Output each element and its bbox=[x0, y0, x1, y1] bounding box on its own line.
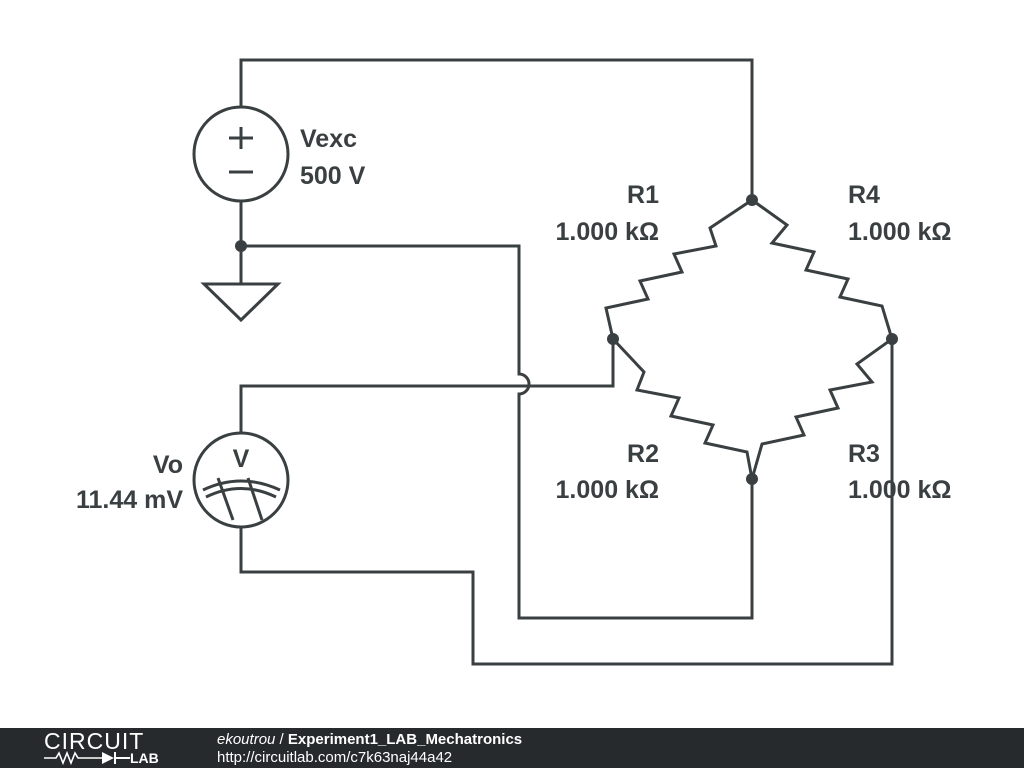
project-name[interactable]: Experiment1_LAB_Mechatronics bbox=[287, 731, 523, 748]
title-separator: / bbox=[275, 731, 288, 748]
node-top bbox=[746, 194, 758, 206]
resistor-r1[interactable] bbox=[604, 198, 753, 340]
r1-name-label: R1 bbox=[627, 181, 659, 209]
meter-value-label: 11.44 mV bbox=[76, 486, 183, 514]
r3-name-label: R3 bbox=[848, 440, 880, 468]
wire-ground-bottom bbox=[241, 244, 754, 620]
node-right bbox=[886, 333, 898, 345]
wire-top bbox=[239, 58, 754, 200]
author-name[interactable]: ekoutrou bbox=[217, 731, 276, 748]
footer-title-line: ekoutrou / Experiment1_LAB_Mechatronics bbox=[217, 731, 522, 749]
node-left bbox=[607, 333, 619, 345]
r4-name-label: R4 bbox=[848, 181, 880, 209]
logo-lab-text: LAB bbox=[130, 750, 159, 766]
resistor-r2[interactable] bbox=[611, 337, 754, 480]
node-bottom bbox=[746, 473, 758, 485]
resistor-r4[interactable] bbox=[751, 198, 894, 340]
wire-meter-right bbox=[239, 339, 894, 666]
r2-value-label: 1.000 kΩ bbox=[556, 476, 659, 504]
circuit-schematic: V Vexc 500 V Vo 11.44 mV R1 1.000 kΩ R2 … bbox=[76, 58, 951, 666]
logo-resistor-diode-icon bbox=[44, 751, 130, 765]
source-name-label: Vexc bbox=[300, 125, 357, 153]
resistor-r3[interactable] bbox=[750, 337, 893, 480]
r2-name-label: R2 bbox=[627, 440, 659, 468]
logo-circuit-text: CIRCUIT bbox=[44, 728, 145, 754]
meter-dial-icon bbox=[202, 477, 281, 521]
circuit-url-link[interactable]: http://circuitlab.com/c7k63naj44a42 bbox=[217, 749, 453, 766]
footer-info: ekoutrou / Experiment1_LAB_Mechatronics … bbox=[217, 731, 522, 767]
voltmeter-symbol: V bbox=[233, 445, 250, 473]
circuitlab-logo[interactable]: CIRCUIT LAB bbox=[40, 729, 180, 767]
voltage-source-circle bbox=[192, 105, 290, 203]
r1-value-label: 1.000 kΩ bbox=[556, 218, 659, 246]
meter-name-label: Vo bbox=[153, 451, 183, 479]
source-value-label: 500 V bbox=[300, 162, 366, 190]
voltmeter-circle bbox=[192, 431, 290, 529]
ground-icon bbox=[200, 246, 282, 323]
r4-value-label: 1.000 kΩ bbox=[848, 218, 951, 246]
wire-meter-left bbox=[239, 339, 615, 434]
voltmeter[interactable]: V bbox=[192, 431, 290, 529]
plus-icon bbox=[229, 127, 253, 149]
footer-bar: CIRCUIT LAB ekoutrou / Experiment1_LAB_M… bbox=[0, 728, 1024, 768]
r3-value-label: 1.000 kΩ bbox=[848, 476, 951, 504]
node-ground bbox=[235, 240, 247, 252]
voltage-source[interactable] bbox=[192, 105, 290, 203]
